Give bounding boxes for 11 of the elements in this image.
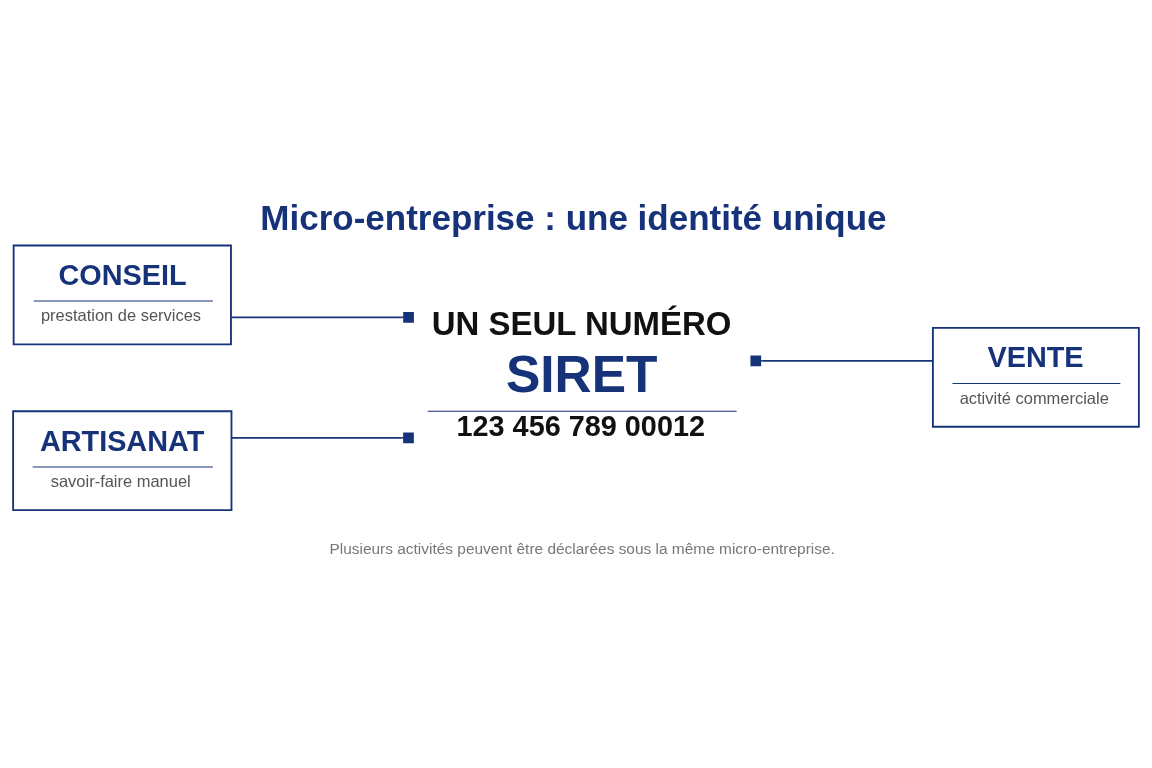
node-label: UN SEUL NUMÉRO (431, 304, 732, 342)
connector (750, 355, 934, 367)
connector (230, 432, 414, 444)
node-label: SIRET (505, 344, 658, 403)
node-box: CONSEIL prestation de services (12, 244, 232, 346)
connector (230, 311, 414, 323)
node-box: ARTISANAT savoir-faire manuel (12, 410, 233, 512)
node-label: 123 456 789 00012 (456, 410, 706, 443)
node-box: VENTE activité commerciale (931, 326, 1140, 428)
caption: Plusieurs activités peuvent être déclarées sous la même micro-entreprise. (329, 539, 835, 557)
diagram-title: Micro-entreprise : une identité unique (260, 198, 887, 238)
